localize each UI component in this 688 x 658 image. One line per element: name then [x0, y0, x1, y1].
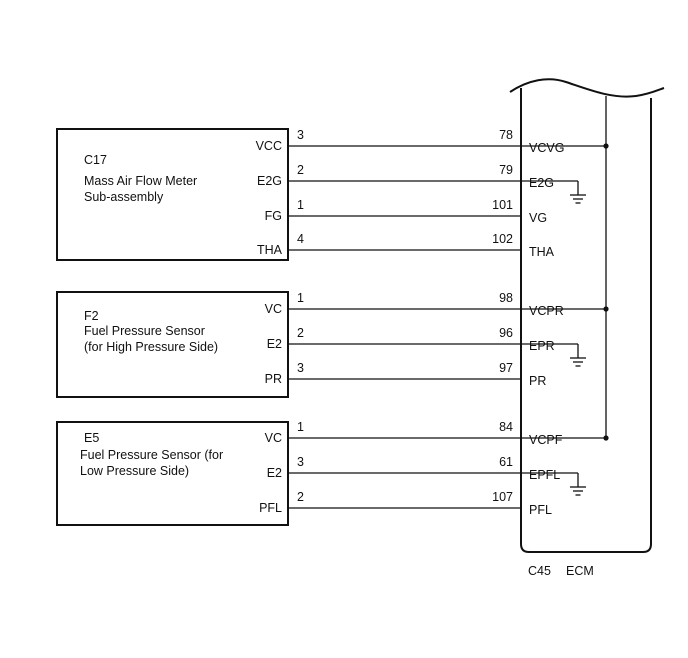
- ecm-terminal-label: EPR: [529, 339, 555, 353]
- sensor-terminal-label: PR: [265, 372, 282, 386]
- sensor-pin-number: 3: [297, 128, 304, 142]
- ecm-connector-label: C45: [528, 564, 551, 578]
- sensor-terminal-label: THA: [257, 243, 283, 257]
- component-name-line: (for High Pressure Side): [84, 340, 218, 354]
- ecm-terminal-label: THA: [529, 245, 555, 259]
- ecm-outline: [520, 88, 652, 553]
- component-name-line: Low Pressure Side): [80, 464, 189, 478]
- sensor-pin-number: 1: [297, 420, 304, 434]
- ecm-label: ECM: [566, 564, 594, 578]
- ecm-pin-number: 84: [499, 420, 513, 434]
- sensor-terminal-label: VC: [265, 302, 282, 316]
- ecm-pin-number: 98: [499, 291, 513, 305]
- sensor-terminal-label: FG: [265, 209, 282, 223]
- ecm-terminal-label: E2G: [529, 176, 554, 190]
- ecm-terminal-label: VCPR: [529, 304, 564, 318]
- ecm-terminal-label: VCVG: [529, 141, 564, 155]
- component-code: E5: [84, 431, 99, 445]
- ecm-pin-number: 61: [499, 455, 513, 469]
- sensor-terminal-label: VCC: [256, 139, 282, 153]
- component-code: C17: [84, 153, 107, 167]
- sensor-terminal-label: E2: [267, 466, 282, 480]
- ecm-pin-number: 102: [492, 232, 513, 246]
- ecm-terminal-label: VG: [529, 211, 547, 225]
- component-name-line: Sub-assembly: [84, 190, 164, 204]
- sensor-terminal-label: E2G: [257, 174, 282, 188]
- sensor-terminal-label: PFL: [259, 501, 282, 515]
- ground-symbol-icon: [570, 486, 586, 496]
- ecm-pin-number: 97: [499, 361, 513, 375]
- component-box: [56, 128, 289, 261]
- ecm-terminal-label: PFL: [529, 503, 552, 517]
- ecm-terminal-label: PR: [529, 374, 546, 388]
- ground-symbol-icon: [570, 357, 586, 367]
- component-name-line: Fuel Pressure Sensor (for: [80, 448, 223, 462]
- component-code: F2: [84, 309, 99, 323]
- ecm-terminal-label: EPFL: [529, 468, 560, 482]
- ecm-pin-number: 79: [499, 163, 513, 177]
- sensor-pin-number: 1: [297, 198, 304, 212]
- sensor-pin-number: 3: [297, 455, 304, 469]
- sensor-terminal-label: E2: [267, 337, 282, 351]
- ecm-pin-number: 107: [492, 490, 513, 504]
- sensor-terminal-label: VC: [265, 431, 282, 445]
- ecm-terminal-label: VCPF: [529, 433, 563, 447]
- ground-symbol-icon: [570, 194, 586, 204]
- sensor-pin-number: 4: [297, 232, 304, 246]
- ecm-pin-number: 78: [499, 128, 513, 142]
- component-name-line: Mass Air Flow Meter: [84, 174, 197, 188]
- sensor-pin-number: 2: [297, 490, 304, 504]
- ecm-break-line: [509, 78, 665, 98]
- sensor-pin-number: 1: [297, 291, 304, 305]
- component-name-line: Fuel Pressure Sensor: [84, 324, 205, 338]
- sensor-pin-number: 2: [297, 326, 304, 340]
- sensor-pin-number: 2: [297, 163, 304, 177]
- sensor-pin-number: 3: [297, 361, 304, 375]
- ecm-pin-number: 101: [492, 198, 513, 212]
- ecm-pin-number: 96: [499, 326, 513, 340]
